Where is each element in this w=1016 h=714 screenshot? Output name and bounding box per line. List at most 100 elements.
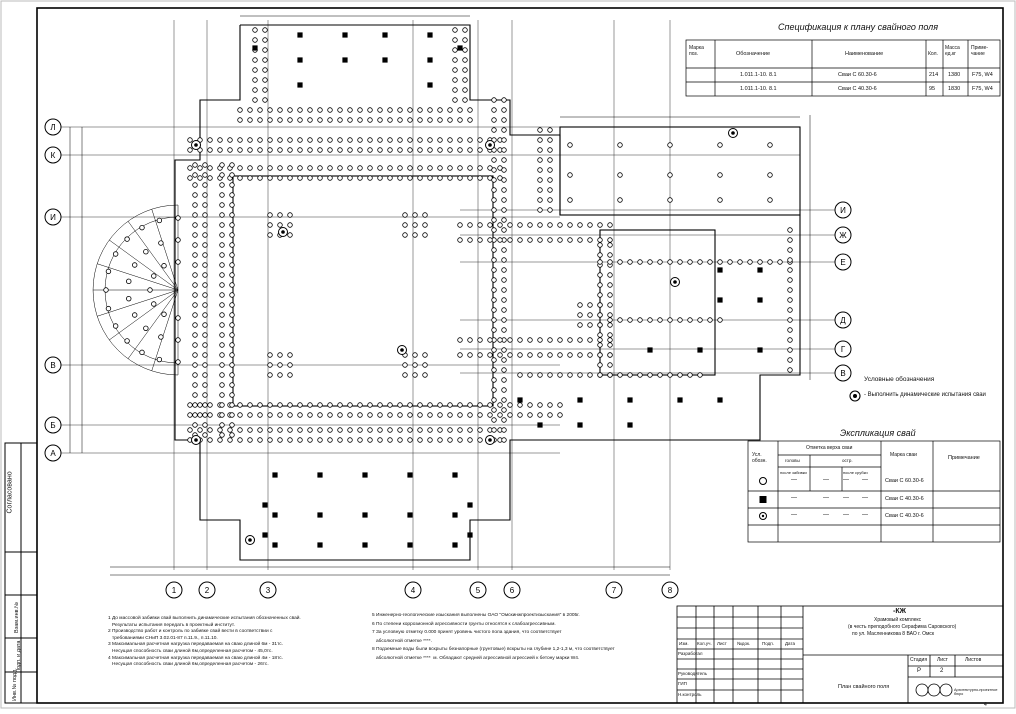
pile-open <box>637 372 643 378</box>
pile-open <box>202 262 208 268</box>
axis-bubble-column <box>661 581 679 599</box>
pile-open <box>417 437 423 443</box>
pile-open <box>467 165 473 171</box>
note-line: 8 Подземные воды были вскрыты безнапорны… <box>372 647 615 653</box>
pile-open <box>637 259 643 265</box>
pile-open <box>327 175 333 181</box>
pile-open <box>202 212 208 218</box>
pile-open <box>267 107 273 113</box>
pile-open <box>501 377 507 383</box>
pile-open <box>287 222 293 228</box>
pile-open <box>407 437 413 443</box>
axis-bubble-row <box>834 226 852 244</box>
pile-open <box>422 232 428 238</box>
pile-open <box>477 222 483 228</box>
explication-header-elev: Отметка верха сваи <box>806 445 853 451</box>
pile-open <box>237 137 243 143</box>
pile-open <box>277 427 283 433</box>
pile-open <box>257 165 263 171</box>
pile-open <box>103 287 109 293</box>
pile-open <box>507 337 513 343</box>
axis-bubble-column <box>404 581 422 599</box>
pile-open <box>607 317 613 323</box>
stamp-sheets-header: Листов <box>965 657 982 663</box>
pile-open <box>507 352 513 358</box>
explication-symbols <box>759 477 767 520</box>
pile-open <box>219 392 225 398</box>
pile-open <box>262 27 268 33</box>
pile-open <box>207 412 213 418</box>
pile-open <box>207 175 213 181</box>
pile-open <box>143 325 149 332</box>
pile-open <box>527 402 533 408</box>
pile-filled <box>297 82 303 88</box>
pile-filled <box>697 347 703 353</box>
pile-open <box>252 57 258 63</box>
spec-row-1-qty: 214 <box>929 72 939 78</box>
pile-open <box>417 175 423 181</box>
axis-bubble-row-label: И <box>50 213 56 222</box>
pile-open <box>527 372 533 378</box>
pile-test-center <box>248 538 252 542</box>
pile-open <box>262 77 268 83</box>
pile-open <box>452 67 458 73</box>
pile-open <box>452 77 458 83</box>
pile-open <box>247 437 253 443</box>
pile-open <box>112 251 119 257</box>
pile-open <box>192 172 198 178</box>
pile-open <box>491 97 497 103</box>
pile-filled <box>627 397 633 403</box>
pile-open <box>477 337 483 343</box>
note-line: 5 Инженерно-геологические изыскания выпо… <box>372 613 580 618</box>
pile-open <box>597 332 603 338</box>
pile-filled <box>647 347 653 353</box>
explication-row-2-v1: — <box>791 495 797 501</box>
pile-open <box>487 352 493 358</box>
pile-open <box>337 402 343 408</box>
pile-open <box>397 165 403 171</box>
pile-open <box>297 175 303 181</box>
pile-open <box>229 202 235 208</box>
pile-open <box>567 352 573 358</box>
pile-open <box>367 117 373 123</box>
pile-open <box>124 338 130 344</box>
axis-bubble-column-label: 8 <box>668 586 673 595</box>
pile-filled <box>427 32 433 38</box>
pile-open <box>777 259 783 265</box>
pile-open <box>317 175 323 181</box>
pile-open <box>207 165 213 171</box>
pile-open <box>501 387 507 393</box>
pile-open <box>767 172 773 178</box>
pile-open <box>497 222 503 228</box>
pile-open <box>202 312 208 318</box>
pile-open <box>219 382 225 388</box>
pile-open <box>637 317 643 323</box>
pile-open <box>357 147 363 153</box>
pile-open <box>607 352 613 358</box>
pile-open <box>287 362 293 368</box>
pile-open <box>219 272 225 278</box>
stamp-sheet-header: Лист <box>937 657 948 663</box>
pile-open <box>417 165 423 171</box>
pile-open <box>447 175 453 181</box>
pile-open <box>501 187 507 193</box>
pile-open <box>447 437 453 443</box>
pile-open <box>307 117 313 123</box>
pile-open <box>187 147 193 153</box>
pile-open <box>202 182 208 188</box>
pile-open <box>187 402 193 408</box>
pile-open <box>377 107 383 113</box>
pile-open <box>124 236 130 242</box>
pile-open <box>297 165 303 171</box>
pile-filled <box>717 397 723 403</box>
pile-open <box>457 117 463 123</box>
pile-open <box>307 427 313 433</box>
pile-test-center <box>673 280 677 284</box>
pile-open <box>491 267 497 273</box>
pile-open <box>229 222 235 228</box>
pile-open <box>237 412 243 418</box>
pile-open <box>491 117 497 123</box>
pile-open <box>307 402 313 408</box>
pile-open <box>507 412 513 418</box>
